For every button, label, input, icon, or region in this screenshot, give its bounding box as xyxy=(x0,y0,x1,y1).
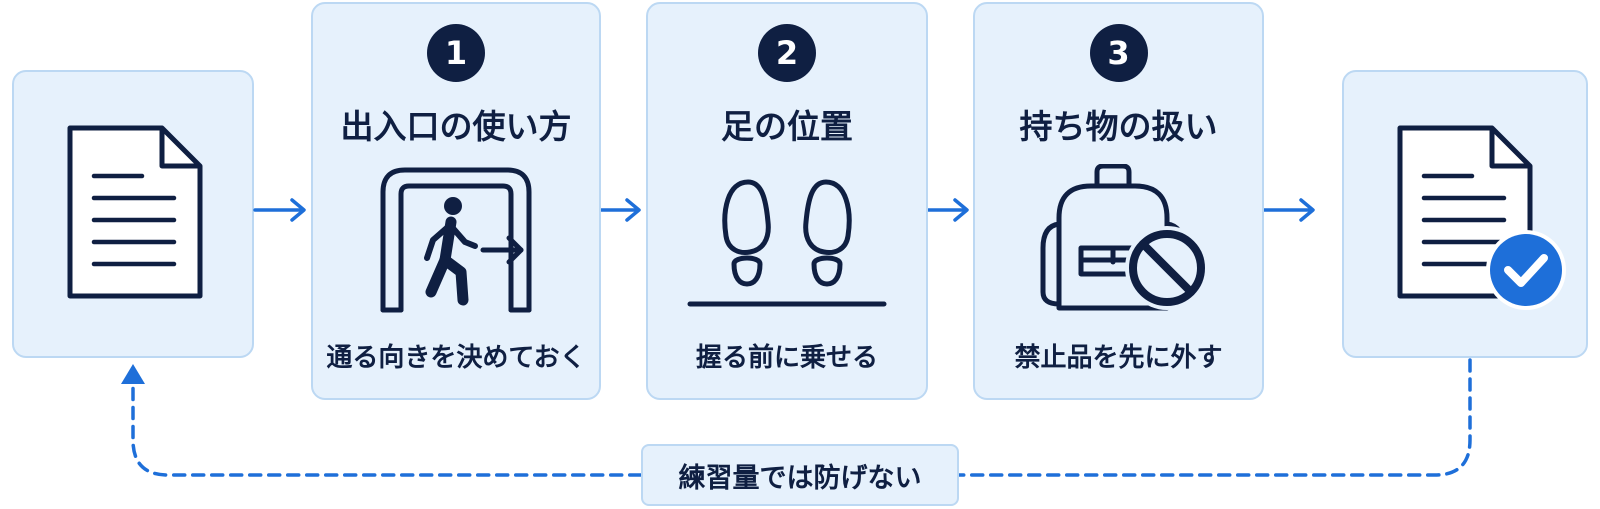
step-2-card: 2 足の位置 握る前に乗せる xyxy=(646,2,928,400)
step-1-title: 出入口の使い方 xyxy=(340,107,572,146)
flow-arrow-4 xyxy=(1262,198,1315,222)
step-2-title: 足の位置 xyxy=(721,107,853,146)
footprints-icon xyxy=(687,179,887,307)
loop-label: 練習量では防げない xyxy=(641,444,959,506)
end-document-box xyxy=(1342,70,1588,358)
step-3-number-badge: 3 xyxy=(1089,24,1148,82)
document-checkmark-icon xyxy=(1397,125,1566,310)
backpack-prohibited-icon xyxy=(1040,164,1209,311)
step-3-card: 3 持ち物の扱い 禁止品を先に外す xyxy=(973,2,1264,400)
step-1-number-badge: 1 xyxy=(427,24,485,82)
step-2-number-badge: 2 xyxy=(758,24,816,82)
flow-arrow-2 xyxy=(598,198,641,222)
step-1-caption: 通る向きを決めておく xyxy=(326,343,586,373)
step-3-title: 持ち物の扱い xyxy=(1019,107,1218,146)
flow-arrow-1 xyxy=(253,198,306,222)
flow-arrow-3 xyxy=(926,198,969,222)
step-1-card: 1 出入口の使い方 通る向きを決めておく xyxy=(311,2,601,400)
doorway-walking-person-icon xyxy=(380,167,532,313)
start-document-box xyxy=(12,70,254,358)
document-icon xyxy=(67,125,203,299)
step-2-caption: 握る前に乗せる xyxy=(695,343,878,373)
step-3-caption: 禁止品を先に外す xyxy=(1014,343,1223,373)
